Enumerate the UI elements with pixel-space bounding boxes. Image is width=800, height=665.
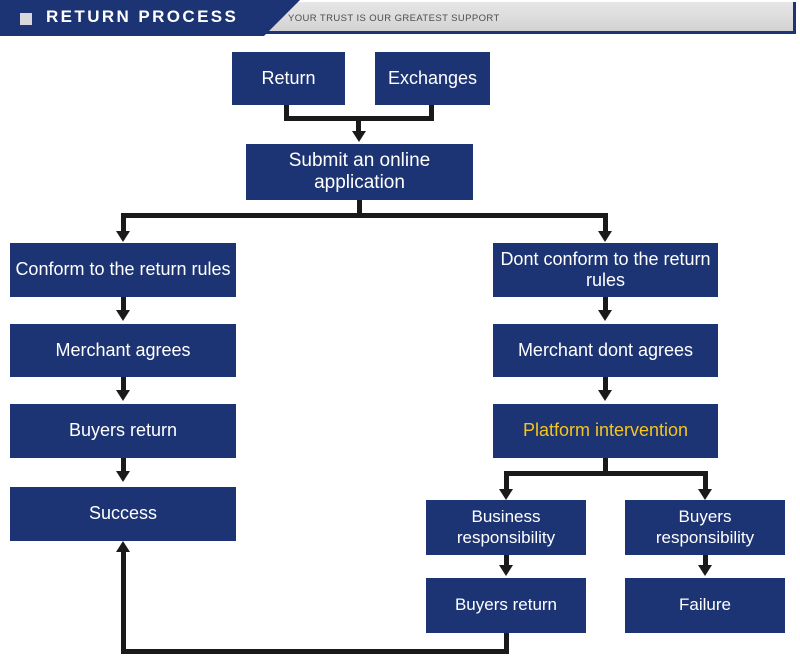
arrowhead-to-buyers-responsibility	[698, 489, 712, 500]
node-merchant-agrees-label: Merchant agrees	[55, 339, 191, 360]
arrowhead-to-failure	[698, 565, 712, 576]
node-buyers-return-right-label: Buyers return	[454, 595, 558, 615]
edge-buyers-return-left-down	[121, 458, 126, 473]
edge-dont-conform-down	[603, 297, 608, 312]
arrowhead-to-buyers-return-right	[499, 565, 513, 576]
edge-merchant-dont-agrees-down	[603, 377, 608, 392]
node-submit-application[interactable]: Submit an online application	[246, 144, 473, 200]
edge-buyers-resp-to-failure	[703, 555, 708, 567]
node-conform-to-return-rules-label: Conform to the return rules	[15, 259, 231, 280]
edge-platform-down	[603, 458, 608, 476]
node-failure[interactable]: Failure	[625, 578, 785, 633]
edge-business-resp-to-buyers-return	[504, 555, 509, 567]
arrowhead-to-platform	[598, 390, 612, 401]
node-exchanges-label: Exchanges	[387, 67, 478, 88]
node-business-responsibility-label: Business responsibility	[456, 507, 556, 547]
page-header: RETURN PROCESS YOUR TRUST IS OUR GREATES…	[0, 0, 800, 38]
node-dont-conform-to-return-rules-label: Dont conform to the return rules	[500, 248, 711, 290]
header-navy-banner	[0, 0, 300, 36]
arrowhead-to-success	[116, 471, 130, 482]
node-failure-label: Failure	[679, 595, 731, 615]
node-exchanges[interactable]: Exchanges	[375, 52, 490, 105]
node-conform-to-return-rules[interactable]: Conform to the return rules	[10, 243, 236, 297]
node-return-label: Return	[261, 67, 316, 88]
edge-submit-down	[357, 200, 362, 218]
edge-business-resp-down	[504, 471, 509, 491]
node-platform-intervention-label: Platform intervention	[522, 420, 689, 441]
node-business-responsibility[interactable]: Business responsibility	[426, 500, 586, 555]
node-buyers-return-left-label: Buyers return	[68, 420, 178, 441]
edge-feedback-down	[504, 633, 509, 654]
node-success[interactable]: Success	[10, 487, 236, 541]
node-merchant-agrees[interactable]: Merchant agrees	[10, 324, 236, 377]
node-success-label: Success	[88, 503, 158, 524]
node-return[interactable]: Return	[232, 52, 345, 105]
edge-branch-left-down	[121, 213, 126, 233]
arrowhead-to-buyers-return-left	[116, 390, 130, 401]
edge-responsibility-horizontal	[504, 471, 708, 476]
arrowhead-to-merchant-dont-agrees	[598, 310, 612, 321]
edge-feedback-up	[121, 552, 126, 652]
arrowhead-to-business-responsibility	[499, 489, 513, 500]
node-buyers-responsibility-label: Buyers responsibility	[655, 507, 755, 547]
square-bullet-icon	[20, 13, 32, 25]
arrowhead-to-merchant-agrees	[116, 310, 130, 321]
edge-buyers-resp-down	[703, 471, 708, 491]
edge-merchant-agrees-down	[121, 377, 126, 392]
page-title: RETURN PROCESS	[46, 7, 239, 26]
node-submit-application-label: Submit an online application	[288, 149, 431, 193]
edge-branch-horizontal	[121, 213, 608, 218]
arrowhead-to-submit	[352, 131, 366, 142]
node-platform-intervention[interactable]: Platform intervention	[493, 404, 718, 458]
arrowhead-feedback-to-success	[116, 541, 130, 552]
edge-submit-stem	[356, 116, 361, 133]
node-merchant-dont-agrees[interactable]: Merchant dont agrees	[493, 324, 718, 377]
arrowhead-to-conform	[116, 231, 130, 242]
node-buyers-return-right[interactable]: Buyers return	[426, 578, 586, 633]
edge-return-down	[284, 105, 289, 121]
edge-conform-down	[121, 297, 126, 312]
edge-feedback-horizontal	[121, 649, 509, 654]
node-dont-conform-to-return-rules[interactable]: Dont conform to the return rules	[493, 243, 718, 297]
node-buyers-return-left[interactable]: Buyers return	[10, 404, 236, 458]
arrowhead-to-dont-conform	[598, 231, 612, 242]
edge-exchanges-down	[429, 105, 434, 121]
node-buyers-responsibility[interactable]: Buyers responsibility	[625, 500, 785, 555]
header-tagline: YOUR TRUST IS OUR GREATEST SUPPORT	[288, 13, 500, 24]
node-merchant-dont-agrees-label: Merchant dont agrees	[517, 339, 694, 360]
edge-branch-right-down	[603, 213, 608, 233]
